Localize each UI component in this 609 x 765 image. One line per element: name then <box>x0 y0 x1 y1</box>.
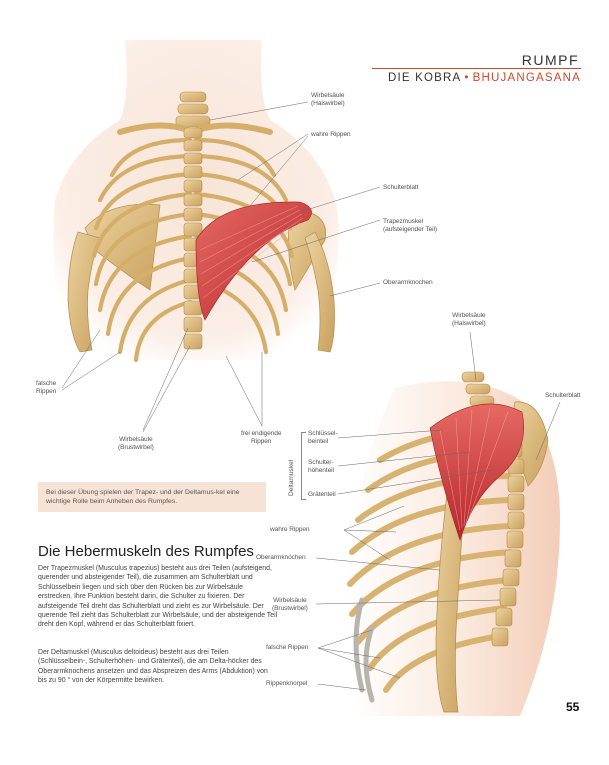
label-thoracic-spine-top: Wirbelsäule (Brustwirbel) <box>118 436 154 451</box>
label-acromial-part: Schulter- höhenteil <box>308 459 334 474</box>
label-humerus-side: Oberarmknochen <box>256 554 306 561</box>
section-title: Die Hebermuskeln des Rumpfes <box>38 543 254 560</box>
paragraph-trapezius: Der Trapezmuskel (Musculus trapezius) be… <box>38 565 278 629</box>
label-clavicular-part: Schlüssel- beinteil <box>308 430 338 445</box>
label-true-ribs-top: wahre Rippen <box>311 131 351 138</box>
pose-sanskrit-name: BHUJANGASANA <box>472 72 581 84</box>
label-thoracic-spine-side: Wirbelsäule (Brustwirbel) <box>272 597 308 612</box>
label-trapezius: Trapezmuskel (aufsteigender Teil) <box>383 218 437 233</box>
label-cervical-spine-side: Wirbelsäule (Halswirbel) <box>452 312 486 327</box>
label-false-ribs-top: falsche Rippen <box>36 380 57 395</box>
page-title: DIE KOBRA•BHUJANGASANA <box>388 72 581 84</box>
header-rule <box>372 68 581 69</box>
section-header: RUMPF <box>521 52 579 68</box>
label-scapula-top: Schulterblatt <box>383 184 419 191</box>
label-spinal-part: Grätenteil <box>308 491 336 498</box>
title-separator: • <box>464 72 470 84</box>
label-scapula-side: Schulterblatt <box>545 392 581 399</box>
label-true-ribs-side: wahre Rippen <box>270 526 310 533</box>
label-deltoid: Deltamuskel <box>288 459 295 496</box>
label-humerus-top: Oberarmknochen <box>383 279 433 286</box>
paragraph-deltoid: Der Deltamuskel (Musculus deltoideus) be… <box>38 649 268 685</box>
info-note-box: Bei dieser Übung spielen der Trapez- und… <box>38 482 266 512</box>
label-cervical-spine-top: Wirbelsäule (Halswirbel) <box>311 92 345 107</box>
deltoid-bracket <box>301 432 306 500</box>
page-number: 55 <box>566 700 580 714</box>
label-costal-cartilage: Rippenknorpel <box>266 680 308 687</box>
label-false-ribs-side: falsche Rippen <box>266 644 309 651</box>
label-floating-ribs: frei endigende Rippen <box>241 430 282 445</box>
pose-name: DIE KOBRA <box>387 72 462 84</box>
